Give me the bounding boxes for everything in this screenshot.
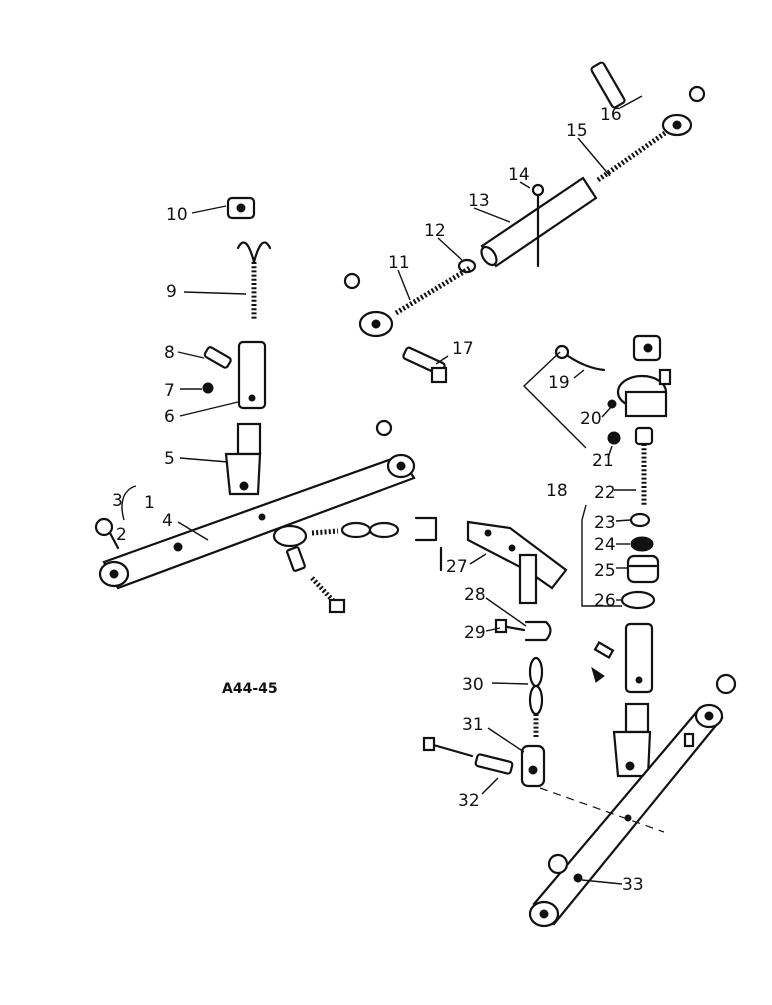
bolt-29 — [494, 618, 526, 634]
label-32: 32 — [458, 791, 480, 811]
label-31: 31 — [462, 715, 484, 735]
leader-lines — [121, 95, 643, 885]
label-15: 15 — [566, 121, 588, 141]
label-18: 18 — [546, 481, 568, 501]
label-4: 4 — [162, 511, 173, 531]
label-3: 3 — [112, 491, 123, 511]
label-29: 29 — [464, 623, 486, 643]
label-19: 19 — [548, 373, 570, 393]
part-labels: 1 2 3 4 5 6 7 8 9 10 11 12 13 14 15 16 1… — [112, 105, 644, 895]
housing-20 — [607, 368, 672, 418]
label-5: 5 — [164, 449, 175, 469]
screw-7 — [202, 382, 214, 394]
latch-pin-2-3 — [94, 517, 120, 550]
label-17: 17 — [452, 339, 474, 359]
clevis-10 — [226, 196, 256, 220]
label-14: 14 — [508, 165, 530, 185]
label-28: 28 — [464, 585, 486, 605]
sleeve-right — [591, 622, 654, 694]
pin-17 — [402, 346, 448, 384]
check-chain-assembly — [272, 516, 443, 614]
label-2: 2 — [116, 525, 127, 545]
top-link-end-15 — [596, 113, 693, 183]
label-24: 24 — [594, 535, 616, 555]
label-13: 13 — [468, 191, 490, 211]
lower-link-4 — [98, 419, 416, 590]
label-8: 8 — [164, 343, 175, 363]
top-link-tube-13 — [480, 176, 598, 268]
label-33: 33 — [622, 875, 644, 895]
clevis-31 — [520, 744, 546, 788]
top-link-end-11 — [343, 265, 472, 338]
label-9: 9 — [166, 282, 177, 302]
label-6: 6 — [164, 407, 175, 427]
collar-26 — [620, 590, 656, 610]
alignment-line — [539, 787, 665, 833]
crank-19 — [554, 344, 606, 372]
pin-8 — [203, 346, 232, 369]
label-1: 1 — [144, 493, 155, 513]
bolt-and-pin-32 — [422, 736, 514, 775]
label-10: 10 — [166, 205, 188, 225]
label-27: 27 — [446, 557, 468, 577]
nut-21 — [607, 431, 621, 445]
chain-30 — [528, 656, 544, 738]
label-7: 7 — [164, 381, 175, 401]
sleeve-6 — [237, 340, 267, 410]
label-23: 23 — [594, 513, 616, 533]
bracket-27 — [466, 520, 568, 605]
label-30: 30 — [462, 675, 484, 695]
lower-link-33 — [528, 673, 737, 928]
drawing-code: A44-45 — [222, 681, 278, 697]
elbow-fitting — [632, 334, 662, 362]
label-21: 21 — [592, 451, 614, 471]
label-12: 12 — [424, 221, 446, 241]
label-20: 20 — [580, 409, 602, 429]
fork-5 — [224, 422, 262, 496]
label-22: 22 — [594, 483, 616, 503]
top-link-pin-16 — [590, 61, 706, 109]
label-26: 26 — [594, 591, 616, 611]
washer-24 — [630, 536, 654, 552]
label-11: 11 — [388, 253, 410, 273]
lock-nut-12 — [457, 258, 477, 274]
yoke-9 — [236, 241, 272, 320]
u-bolt-28 — [524, 620, 552, 642]
spring-25 — [626, 554, 660, 584]
fork-right — [612, 702, 652, 778]
label-16: 16 — [600, 105, 622, 125]
label-25: 25 — [594, 561, 616, 581]
screw-22 — [634, 426, 654, 505]
washer-23 — [629, 512, 651, 528]
